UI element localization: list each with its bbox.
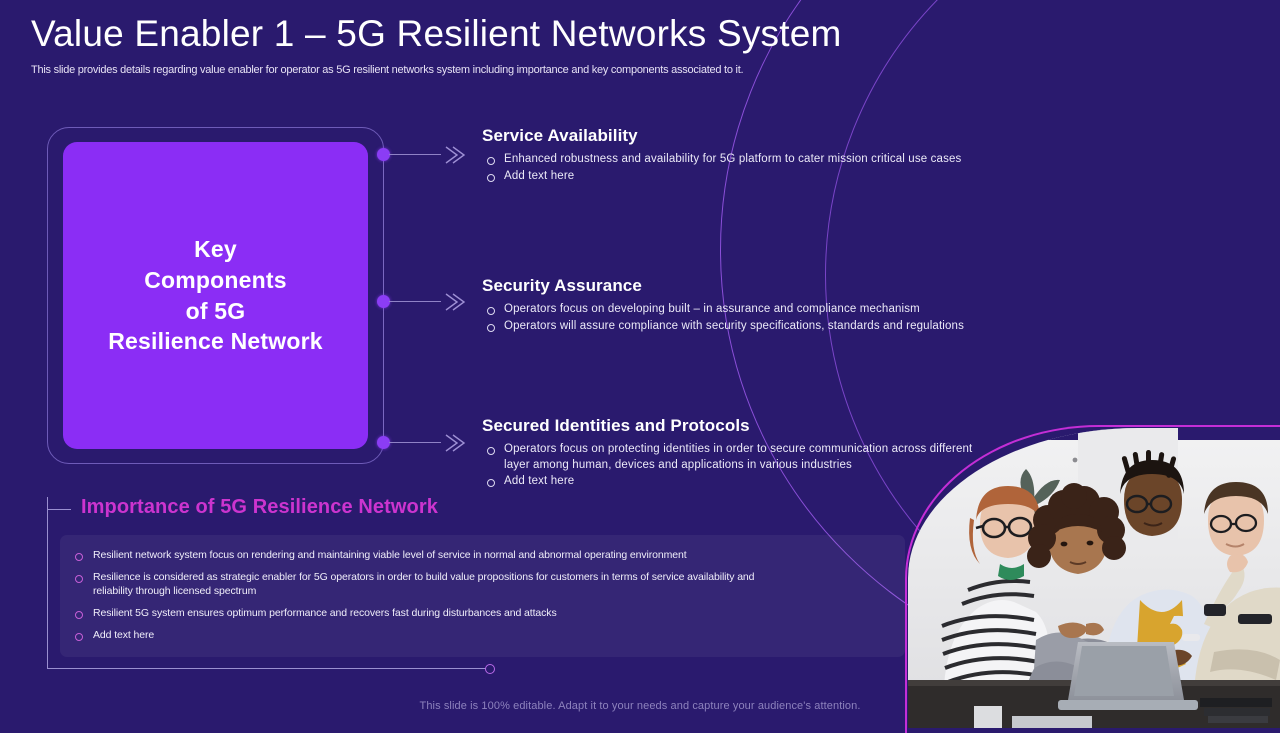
connector-node-3 <box>377 436 390 449</box>
page-title: Value Enabler 1 – 5G Resilient Networks … <box>31 13 842 54</box>
slide-header: Value Enabler 1 – 5G Resilient Networks … <box>31 13 1031 76</box>
section-bullet-list: Operators focus on developing built – in… <box>482 302 1027 334</box>
section-bullet: Enhanced robustness and availability for… <box>482 152 1027 168</box>
importance-bracket-tick <box>47 509 71 511</box>
connector-node-1 <box>377 148 390 161</box>
key-components-card[interactable]: Key Components of 5G Resilience Network <box>63 142 368 449</box>
section-title: Service Availability <box>482 126 638 145</box>
importance-bullet: Resilient 5G system ensures optimum perf… <box>66 607 896 621</box>
section-bullet-list: Enhanced robustness and availability for… <box>482 152 1027 184</box>
section-title: Secured Identities and Protocols <box>482 416 750 435</box>
key-components-line-1: Key <box>194 236 237 263</box>
chevron-right-icon-2 <box>440 289 466 315</box>
section-bullet: Operators focus on protecting identities… <box>482 442 987 473</box>
importance-bracket-endcap <box>485 664 495 674</box>
connector-line-1 <box>389 154 441 155</box>
key-components-line-3: of 5G <box>185 297 246 324</box>
section-bullet-list: Operators focus on protecting identities… <box>482 442 1027 490</box>
importance-bullet: Resilience is considered as strategic en… <box>66 571 781 598</box>
importance-bullet-list: Resilient network system focus on render… <box>66 549 896 651</box>
section-bullet: Operators focus on developing built – in… <box>482 302 1027 318</box>
connector-line-3 <box>389 442 441 443</box>
section-bullet: Add text here <box>482 169 1027 185</box>
page-subtitle: This slide provides details regarding va… <box>31 63 744 76</box>
connector-line-2 <box>389 301 441 302</box>
importance-title: Importance of 5G Resilience Network <box>81 496 438 518</box>
importance-panel <box>60 535 905 657</box>
team-photo <box>908 428 1280 728</box>
connector-node-2 <box>377 295 390 308</box>
key-components-line-2: Components <box>144 266 287 293</box>
importance-bullet: Add text here <box>66 629 896 643</box>
slide-footer: This slide is 100% editable. Adapt it to… <box>419 700 861 712</box>
chevron-right-icon-3 <box>440 430 466 456</box>
key-components-label: Key Components of 5G Resilience Network <box>108 234 323 356</box>
section-bullet: Operators will assure compliance with se… <box>482 319 1027 335</box>
chevron-right-icon-1 <box>440 142 466 168</box>
section-security-assurance: Security Assurance Operators focus on de… <box>482 276 1027 335</box>
section-service-availability: Service Availability Enhanced robustness… <box>482 126 1027 185</box>
section-title: Security Assurance <box>482 276 642 295</box>
key-components-line-4: Resilience Network <box>108 328 323 355</box>
importance-bracket <box>47 497 492 669</box>
section-bullet: Add text here <box>482 474 1027 490</box>
section-secured-identities-and-protocols: Secured Identities and Protocols Operato… <box>482 416 1027 491</box>
importance-bullet: Resilient network system focus on render… <box>66 549 896 563</box>
